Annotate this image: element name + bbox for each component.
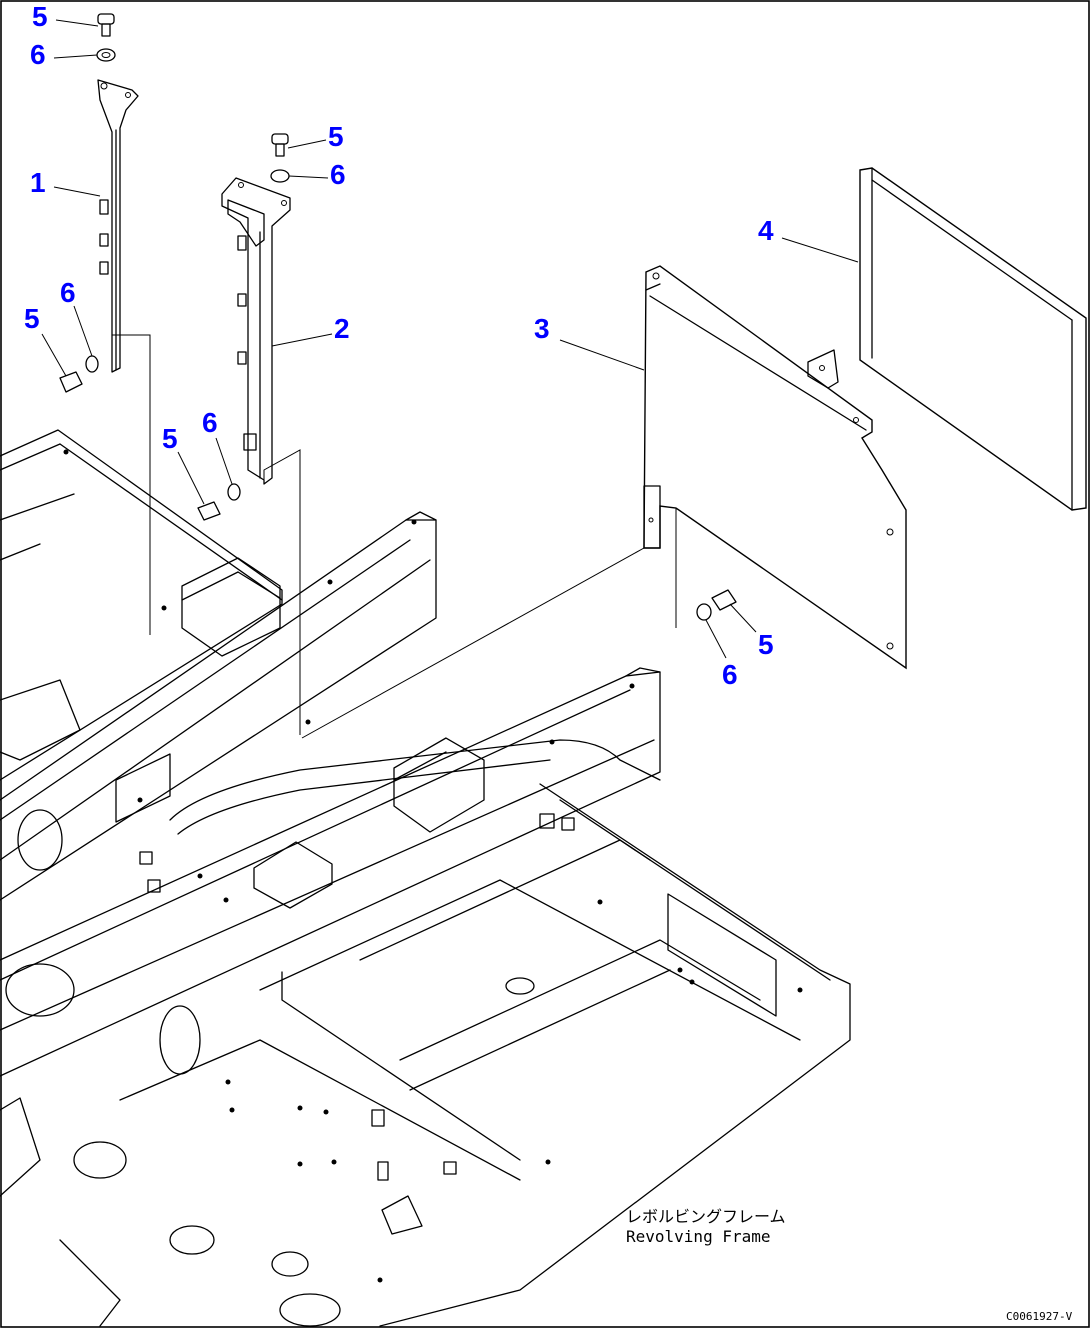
callout-6-mid: 6 <box>202 407 218 438</box>
revolving-frame <box>0 429 851 1327</box>
callouts: 5 6 1 6 5 5 6 2 5 6 4 3 5 <box>24 1 859 690</box>
caption: レボルビングフレーム Revolving Frame <box>626 1207 786 1246</box>
callout-5-left: 5 <box>24 303 40 334</box>
callout-5-right: 5 <box>758 629 774 660</box>
bolt-top <box>96 13 116 62</box>
part-2-bracket <box>221 177 301 735</box>
caption-japanese: レボルビングフレーム <box>626 1207 786 1226</box>
caption-english: Revolving Frame <box>626 1227 771 1246</box>
bolt-left <box>59 355 99 393</box>
callout-3: 3 <box>534 313 550 344</box>
callout-2: 2 <box>334 313 350 344</box>
callout-1: 1 <box>30 167 46 198</box>
bolt-mid <box>197 483 241 521</box>
drawing-code: C0061927-V <box>1006 1310 1073 1323</box>
bolt-right <box>696 589 737 621</box>
callout-6-mid-top: 6 <box>330 159 346 190</box>
part-3-cover <box>301 265 907 739</box>
callout-6-top: 6 <box>30 39 46 70</box>
callout-6-right: 6 <box>722 659 738 690</box>
bolt-mid-top <box>270 133 290 183</box>
part-1-bracket <box>97 79 151 635</box>
part-4-pad <box>859 167 1087 511</box>
callout-5-top: 5 <box>32 1 48 32</box>
callout-4: 4 <box>758 215 774 246</box>
callout-5-mid-top: 5 <box>328 121 344 152</box>
callout-5-mid: 5 <box>162 423 178 454</box>
callout-6-left: 6 <box>60 277 76 308</box>
